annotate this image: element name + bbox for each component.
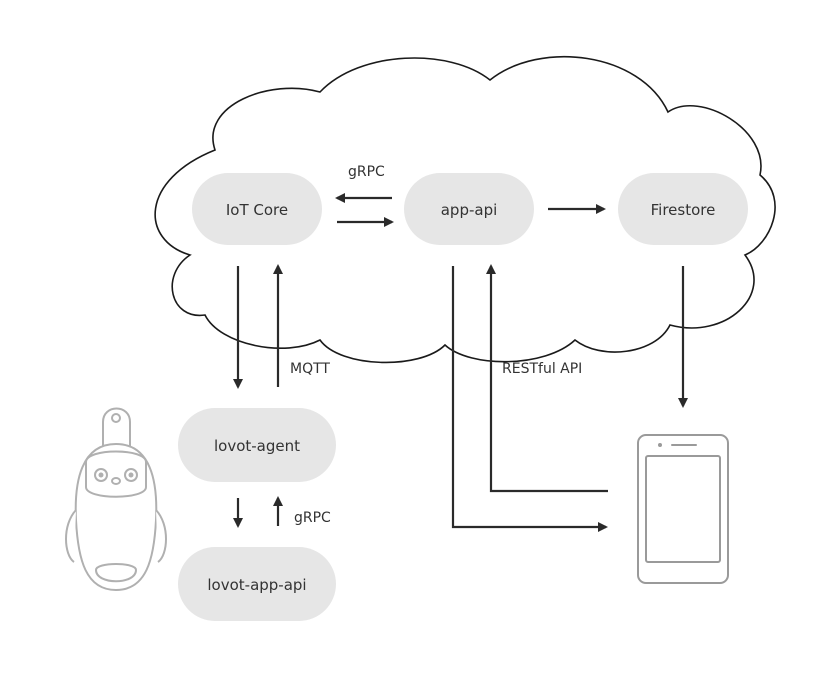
lovot-robot-icon [65, 407, 167, 592]
edge-label-restful: RESTful API [502, 361, 582, 377]
arrow-phone-to-app-api [486, 264, 608, 493]
edge-label-agent-grpc: gRPC [294, 510, 331, 526]
smartphone-icon [637, 434, 729, 584]
node-firestore: Firestore [618, 173, 748, 245]
edge-label-cloud-grpc: gRPC [348, 164, 385, 180]
node-app-api: app-api [404, 173, 534, 245]
node-app-api-label: app-api [441, 201, 498, 219]
node-iot-core-label: IoT Core [226, 201, 288, 219]
node-lovot-agent-label: lovot-agent [214, 437, 300, 455]
node-lovot-agent: lovot-agent [178, 408, 336, 482]
node-firestore-label: Firestore [651, 201, 716, 219]
node-lovot-app-api: lovot-app-api [178, 547, 336, 621]
arrow-app-api-to-phone [451, 266, 608, 532]
node-iot-core: IoT Core [192, 173, 322, 245]
node-lovot-app-api-label: lovot-app-api [207, 576, 306, 594]
edge-label-mqtt: MQTT [290, 361, 330, 377]
